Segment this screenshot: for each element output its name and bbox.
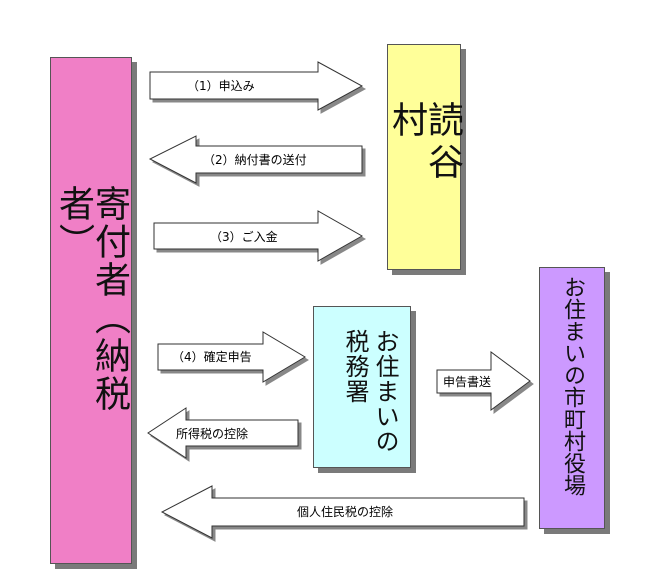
tax-office-label: お住まいの税務署: [341, 329, 399, 454]
arrow-tax-return-label: （4）確定申告: [172, 349, 252, 364]
arrow-deposit: （3）ご入金: [153, 210, 364, 262]
arrow-report-send: 申告書送: [436, 351, 531, 411]
city-hall-label: お住まいの市町村役場: [560, 276, 585, 496]
arrow-resident-tax-deduction: 個人住民税の控除: [160, 485, 525, 539]
arrow-apply-label: （1）申込み: [187, 79, 255, 93]
city-hall-box: お住まいの市町村役場: [539, 267, 605, 529]
yomitan-village-box: 読谷村: [386, 44, 463, 270]
arrow-apply: （1）申込み: [149, 61, 364, 111]
donor-label: 寄付者（納税者）: [53, 184, 130, 413]
tax-office-box: お住まいの税務署: [313, 306, 411, 468]
arrow-income-tax-deduction: 所得税の控除: [147, 407, 299, 459]
arrow-deposit-label: （3）ご入金: [210, 229, 278, 244]
arrow-payment-slip-label: （2）納付書の送付: [203, 152, 307, 167]
arrow-income-tax-deduction-label: 所得税の控除: [176, 426, 248, 441]
arrow-report-send-label: 申告書送: [443, 374, 491, 389]
arrow-resident-tax-deduction-label: 個人住民税の控除: [297, 504, 393, 519]
donor-box: 寄付者（納税者）: [50, 57, 132, 564]
village-label: 読谷村: [386, 101, 463, 185]
arrow-tax-return: （4）確定申告: [157, 331, 306, 383]
arrow-payment-slip: （2）納付書の送付: [148, 135, 363, 184]
